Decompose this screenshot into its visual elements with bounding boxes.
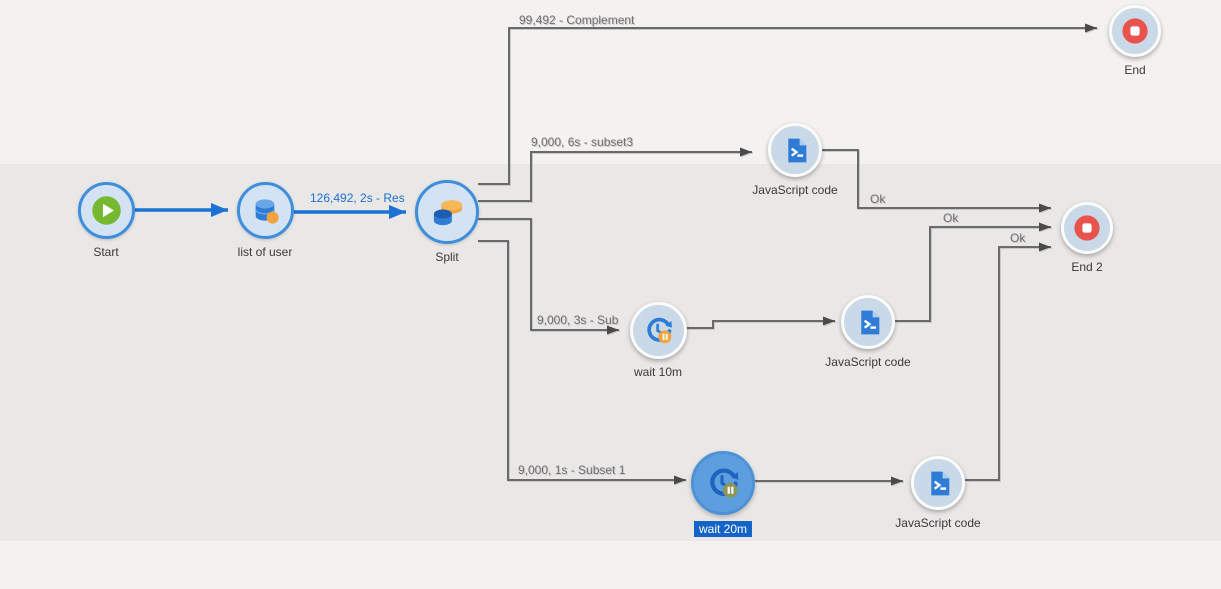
wait-icon [646, 317, 672, 343]
arrowhead-icon [1039, 222, 1051, 232]
edge-label-list-of-user-to-split: 126,492, 2s - Res [310, 191, 405, 205]
arrowhead-icon [607, 325, 619, 335]
node-label-end: End [1124, 63, 1146, 77]
node-label-wait-10m: wait 10m [633, 364, 683, 379]
edge-js-bottom-to-end-2[interactable]: Ok [965, 231, 1051, 481]
edge-js-mid-to-end-2[interactable]: Ok [895, 211, 1051, 322]
node-js-top[interactable] [768, 123, 822, 177]
js-icon [860, 310, 879, 334]
arrowhead-icon [740, 147, 752, 157]
node-end-2[interactable] [1061, 202, 1113, 254]
edge-label-js-mid-to-end-2: Ok [943, 211, 959, 225]
node-label-split: Split [435, 250, 459, 264]
js-icon [930, 471, 949, 495]
database-icon [254, 198, 279, 224]
background-band-bottom [0, 541, 1221, 589]
node-wait-10m[interactable] [629, 301, 687, 359]
node-start[interactable] [77, 181, 135, 239]
arrowhead-icon [674, 475, 686, 485]
js-icon [787, 138, 806, 162]
edge-wait-20m-to-js-bottom[interactable] [755, 476, 903, 486]
end-icon [1074, 215, 1100, 241]
node-list-of-user[interactable] [236, 181, 294, 239]
edge-label-split-to-end: 99,492 - Complement [519, 13, 635, 27]
arrowhead-icon [1039, 203, 1051, 213]
arrowhead-icon [891, 476, 903, 486]
node-label-start: Start [93, 244, 119, 259]
edge-js-top-to-end-2[interactable]: Ok [822, 149, 1051, 213]
edge-label-split-to-wait-20m: 9,000, 1s - Subset 1 [518, 463, 626, 477]
node-label-wait-20m: wait 20m [693, 521, 753, 537]
node-label-end-2: End 2 [1071, 260, 1103, 274]
edge-label-js-top-to-end-2: Ok [870, 192, 886, 206]
edge-label-split-to-wait-10m: 9,000, 3s - Sub [537, 313, 619, 327]
node-label-js-mid: JavaScript code [825, 355, 911, 369]
wait-icon [710, 468, 739, 498]
node-label-js-top: JavaScript code [752, 183, 838, 197]
node-label-list-of-user: list of user [237, 244, 293, 259]
edge-label-js-bottom-to-end-2: Ok [1010, 231, 1026, 245]
arrowhead-icon [823, 316, 835, 326]
split-icon [433, 200, 463, 226]
node-js-mid[interactable] [841, 295, 895, 349]
arrowhead-icon [1039, 242, 1051, 252]
edge-split-to-wait-20m[interactable]: 9,000, 1s - Subset 1 [478, 240, 686, 485]
edge-list-of-user-to-split[interactable]: 126,492, 2s - Res [294, 191, 406, 219]
edge-wait-10m-to-js-mid[interactable] [686, 316, 835, 329]
node-split[interactable] [415, 180, 479, 244]
node-end[interactable] [1109, 5, 1161, 57]
arrowhead-icon [389, 205, 406, 219]
edge-split-to-wait-10m[interactable]: 9,000, 3s - Sub [478, 218, 619, 335]
edge-split-to-js-top[interactable]: 9,000, 6s - subset3 [478, 135, 752, 202]
node-wait-20m[interactable] [691, 451, 755, 515]
edge-split-to-end[interactable]: 99,492 - Complement [478, 13, 1097, 185]
edge-label-split-to-js-top: 9,000, 6s - subset3 [531, 135, 633, 149]
node-label-js-bottom: JavaScript code [895, 516, 981, 530]
edge-start-to-list-of-user[interactable] [135, 203, 228, 217]
start-icon [91, 195, 121, 225]
arrowhead-icon [1085, 23, 1097, 33]
arrowhead-icon [211, 203, 228, 217]
end-icon [1122, 18, 1148, 44]
node-js-bottom[interactable] [911, 456, 965, 510]
